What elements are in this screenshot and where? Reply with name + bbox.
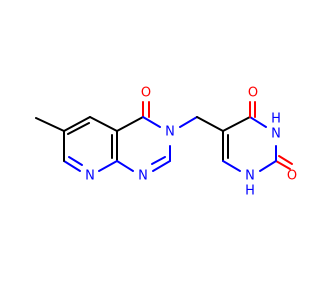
molecule-canvas: O N N N O H N O N H: [35, 85, 298, 199]
atom-o-uracil-c4: O: [248, 86, 258, 101]
atom-h-uracil-n3: H: [271, 112, 281, 127]
bond-c2-n1-double: [151, 156, 166, 165]
atom-n-ring-fused: N: [165, 125, 175, 140]
bond-c6-c5: [63, 116, 91, 132]
uracil-bonds: [222, 101, 293, 172]
atom-o-uracil-c2: O: [287, 169, 297, 184]
bond-c8a-n8: [98, 160, 118, 172]
bond-n8-c7: [63, 160, 81, 172]
bond-c6u-n1u: [222, 160, 241, 172]
bond-c4a-c4: [116, 116, 144, 132]
atom-n-pyridine: N: [85, 169, 95, 184]
bond-c4u-c5u: [222, 116, 251, 132]
atom-n-pyrimidine: N: [138, 169, 148, 184]
bond-c6-c5-double: [67, 122, 90, 135]
bond-methyl: [35, 117, 65, 132]
bond-n1u-c2u: [259, 160, 277, 172]
bond-c2-n1: [152, 160, 171, 172]
bicyclic-bonds: [35, 101, 224, 172]
bond-c4-n3: [142, 116, 161, 128]
atom-o-pyrimidinone: O: [141, 86, 151, 101]
bond-c5-c4a: [89, 116, 118, 132]
bond-c2u-o-double: [278, 155, 293, 165]
bond-n3u-c4u: [249, 116, 267, 128]
bond-ch2-c5u: [196, 116, 224, 132]
bond-n8-c7-double: [68, 156, 83, 166]
molecule-structure: O N N N O H N O N H: [35, 86, 297, 199]
bond-c2u-o: [275, 160, 291, 170]
bond-n1-c8a: [116, 160, 134, 172]
atom-n-uracil-1: N: [245, 169, 255, 184]
atom-h-uracil-n1: H: [245, 184, 255, 199]
bond-n3-ch2: [179, 116, 198, 128]
atom-n-uracil-3: N: [271, 127, 281, 142]
atom-labels: O N N N O H N O N H: [85, 86, 297, 199]
